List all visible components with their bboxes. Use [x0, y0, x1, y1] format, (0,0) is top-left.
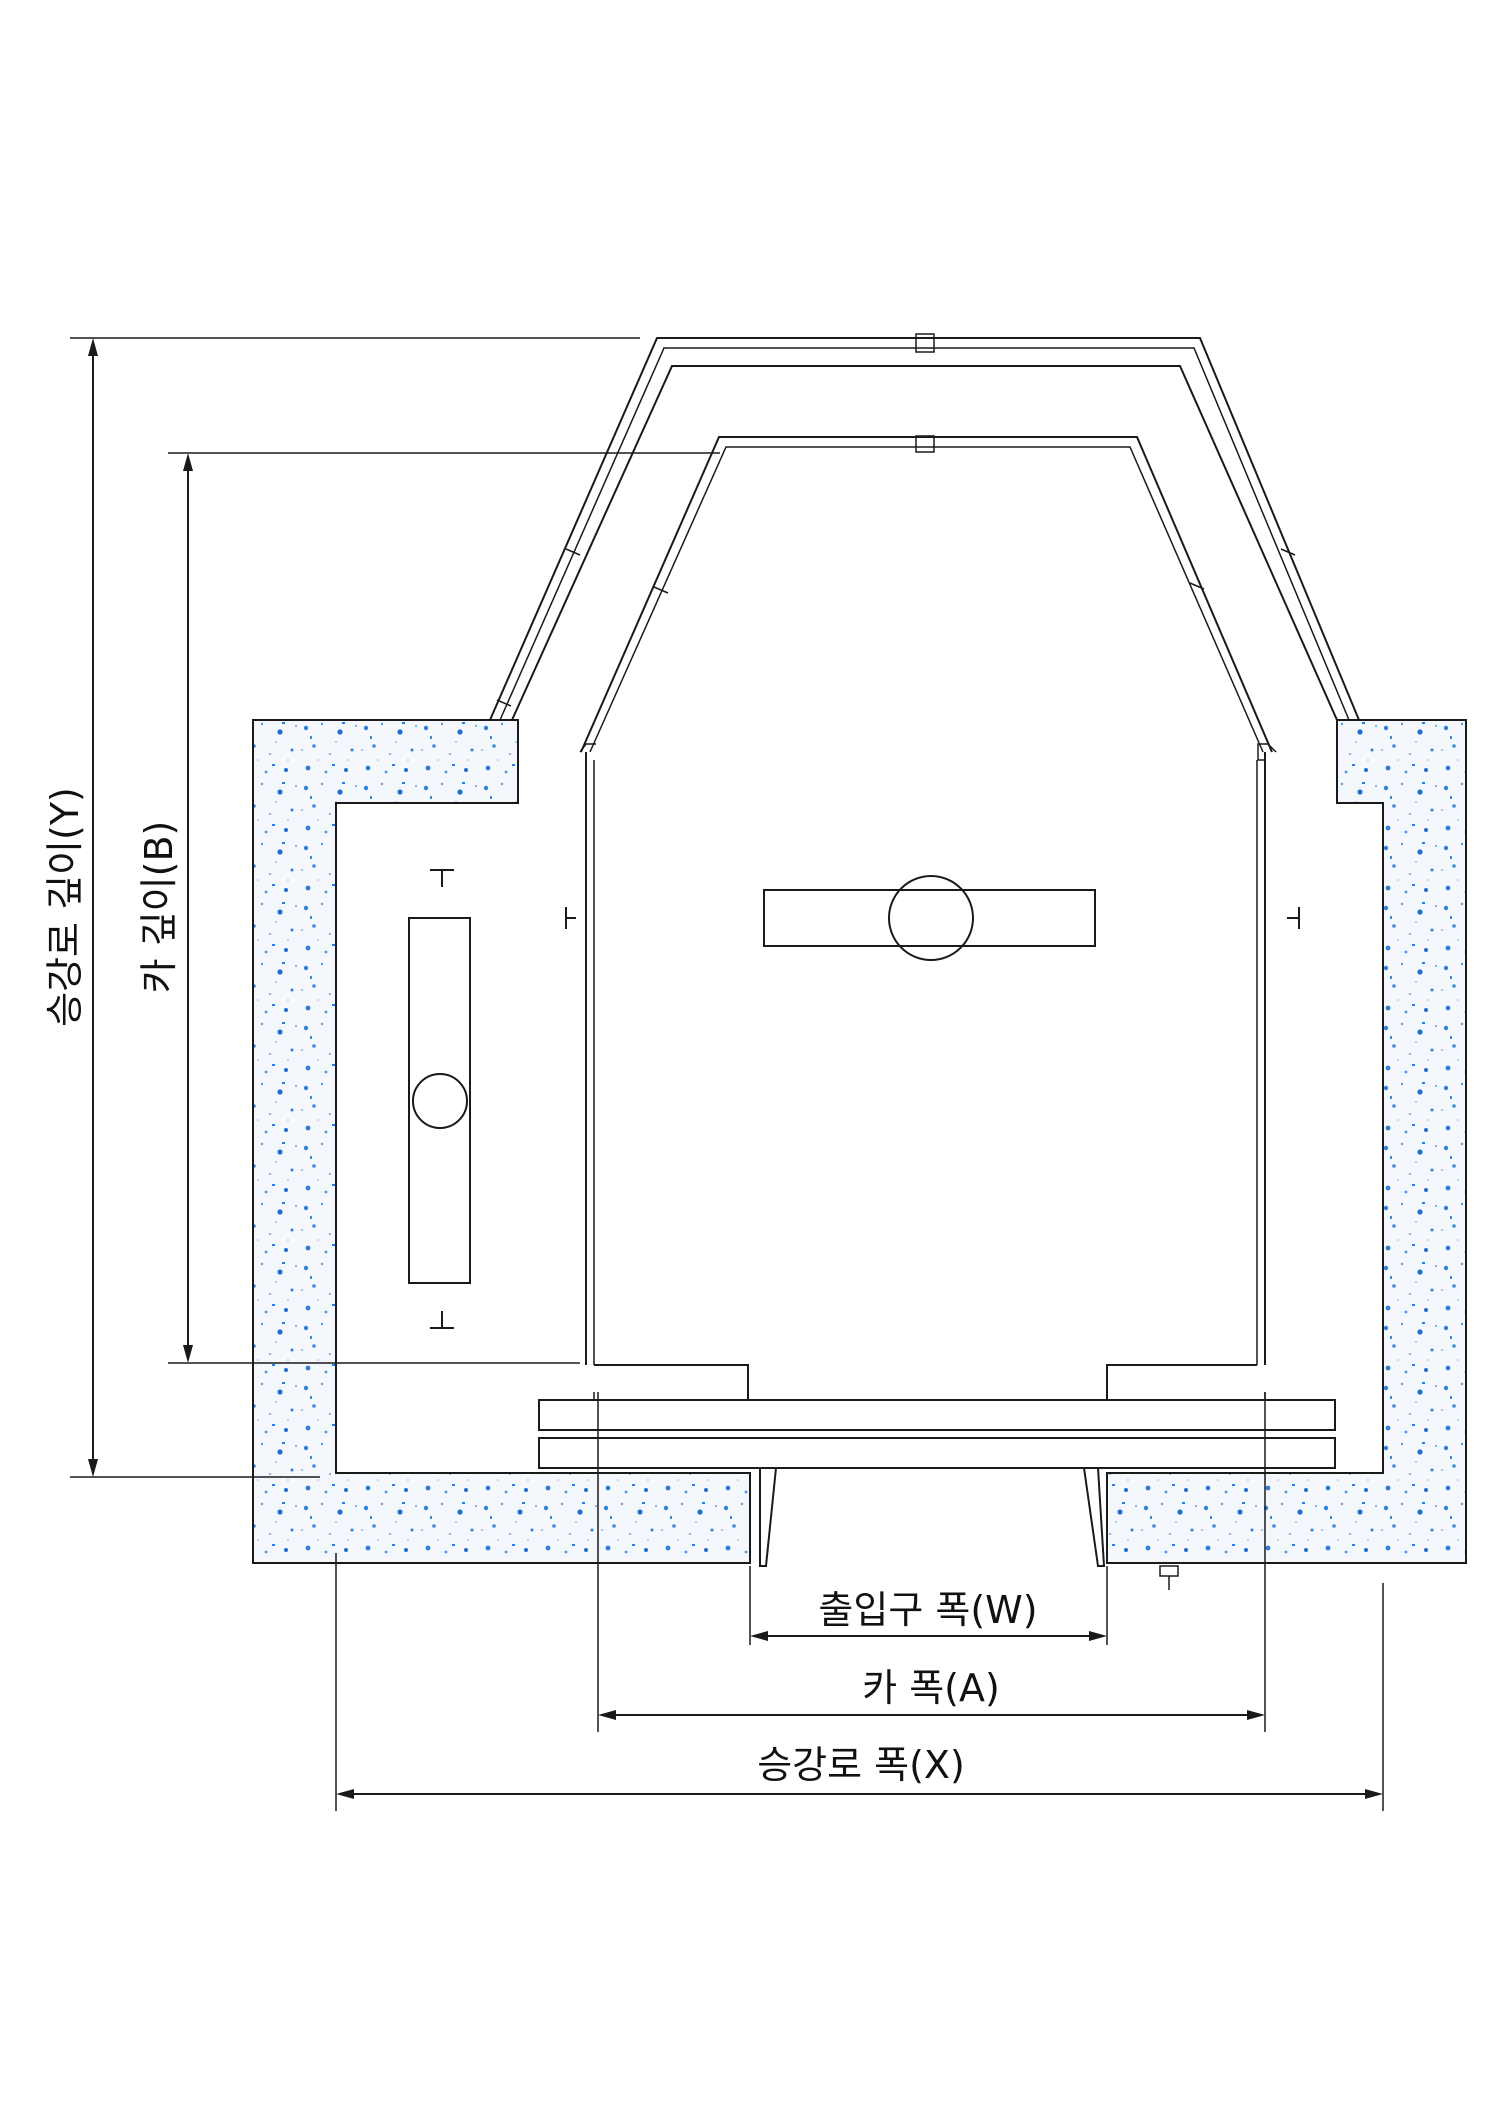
door-jamb-left	[759, 1467, 778, 1567]
dimension-car-depth	[168, 452, 720, 1364]
concrete-wall-left	[252, 719, 751, 1564]
car-guide-rail-left-icon	[565, 907, 576, 929]
hoistway-width-label: 승강로 폭(X)	[757, 1743, 965, 1787]
car-sheave-beam	[763, 875, 1096, 961]
car-outline	[579, 435, 1277, 1400]
dimension-car-width	[597, 1392, 1266, 1732]
hoistway-outline	[489, 333, 1360, 721]
car-door-sill	[538, 1399, 1336, 1431]
entrance-width-label: 출입구 폭(W)	[818, 1588, 1037, 1632]
car-width-label: 카 폭(A)	[862, 1666, 1000, 1710]
dimension-hoistway-width	[335, 1553, 1384, 1811]
car-depth-label: 카 깊이(B)	[137, 821, 181, 994]
landing-door-sill	[538, 1437, 1336, 1469]
concrete-wall-right	[1106, 719, 1467, 1564]
car-guide-rail-right-icon	[1287, 907, 1300, 929]
dimension-entrance-width	[749, 1566, 1108, 1645]
dimension-hoistway-depth	[70, 337, 640, 1478]
counterweight	[408, 917, 471, 1284]
hall-button-icon	[1159, 1565, 1179, 1590]
counterweight-guide-rail-top-icon	[430, 869, 454, 887]
hoistway-depth-label: 승강로 깊이(Y)	[43, 787, 87, 1027]
door-jamb-right	[1082, 1467, 1106, 1567]
counterweight-guide-rail-bottom-icon	[430, 1311, 454, 1329]
